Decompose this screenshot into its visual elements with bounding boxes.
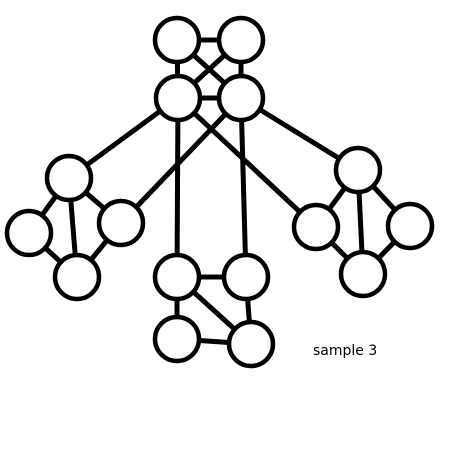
graph-node-K [221, 252, 271, 302]
graph-node-A [152, 15, 202, 65]
edge-C-P [175, 95, 319, 230]
node-layer [4, 15, 435, 369]
graph-node-B [216, 15, 266, 65]
graph-node-P [291, 202, 341, 252]
graph-node-F [96, 198, 146, 248]
edge-D-K [238, 95, 249, 280]
graph-node-Q [338, 249, 388, 299]
graph-node-E [44, 153, 94, 203]
graph-node-H [52, 252, 102, 302]
caption-text: sample 3 [313, 343, 378, 359]
graph-node-R [385, 201, 435, 251]
graph-node-L [226, 319, 276, 369]
edge-C-J [174, 95, 181, 280]
graph-node-N [333, 145, 383, 195]
graph-node-J [152, 252, 202, 302]
edge-D-F [118, 95, 244, 226]
graph-node-G [4, 208, 54, 258]
graph-node-M [152, 314, 202, 364]
graph-node-D [216, 73, 266, 123]
graph-node-C [153, 73, 203, 123]
